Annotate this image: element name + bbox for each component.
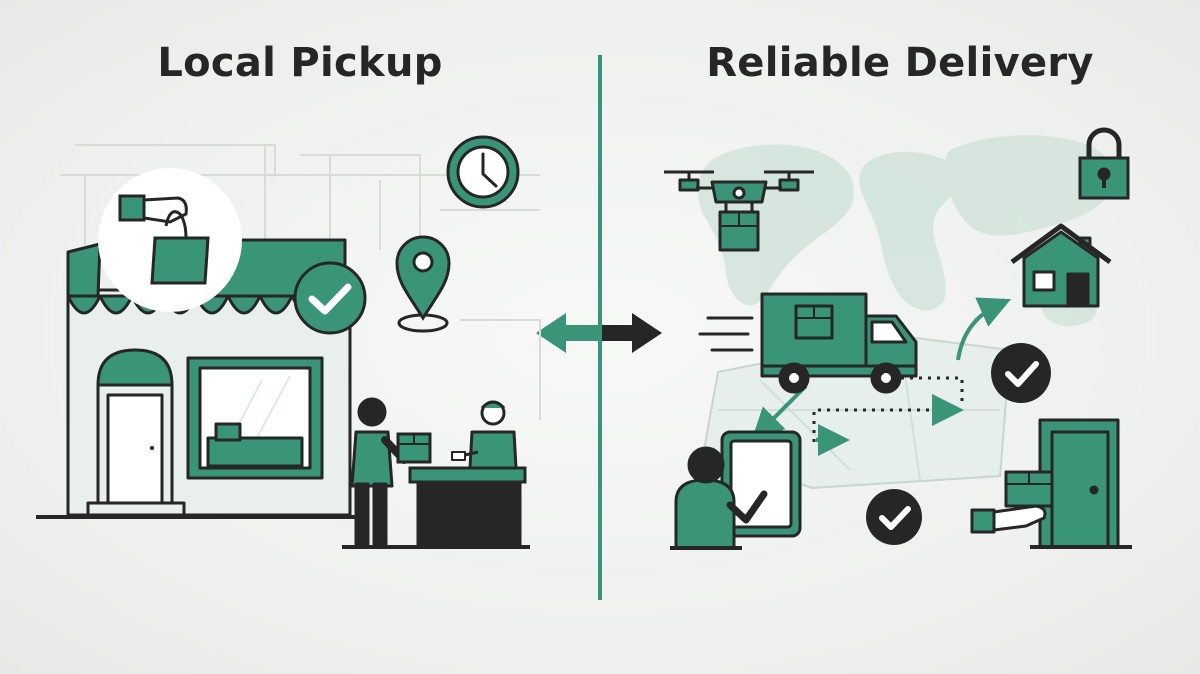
local-pickup-title: Local Pickup (157, 40, 443, 86)
exchange-arrows-icon (536, 313, 662, 353)
package-icon (396, 432, 432, 464)
doorstep-delivery-icon (970, 418, 1132, 549)
dark-check-badge-icon (991, 343, 1051, 403)
storefront-illustration (36, 238, 360, 519)
delivery-drone-icon (664, 170, 814, 252)
hand-holding-bag-icon (98, 168, 242, 312)
lock-icon (1078, 127, 1130, 200)
location-pin-icon (395, 235, 451, 333)
service-counter (342, 466, 530, 549)
delivery-truck-icon (698, 292, 918, 394)
clock-icon (446, 135, 520, 209)
clerk-figure (451, 400, 518, 470)
house-icon (1010, 223, 1112, 308)
customer-figure (350, 397, 408, 548)
reliable-delivery-title: Reliable Delivery (706, 40, 1094, 86)
person-with-tablet-figure (670, 430, 802, 550)
dark-check-badge-icon-2 (866, 489, 922, 545)
check-badge-icon (293, 261, 367, 335)
